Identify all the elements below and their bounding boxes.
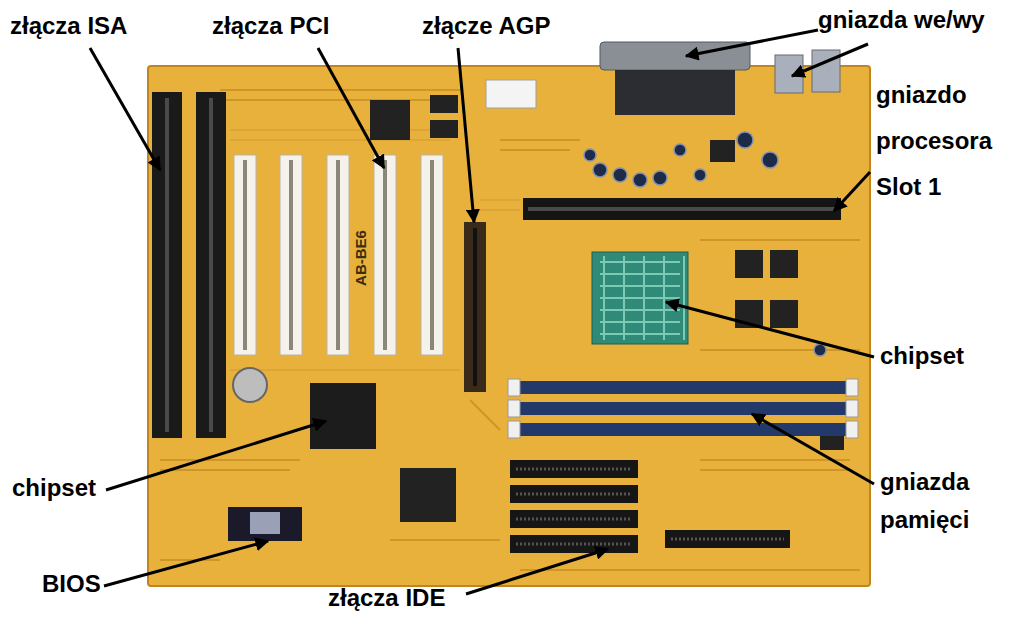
power-connector [486, 80, 536, 108]
isa-slot [152, 92, 226, 438]
capacitors [737, 132, 753, 148]
small-chips [735, 250, 763, 278]
agp-slot [464, 222, 486, 392]
part-label: złącza ISA [10, 12, 127, 41]
board-silkscreen: AB-BE6 [352, 230, 370, 286]
part-label: chipset [880, 342, 964, 371]
io-ports [615, 70, 735, 115]
bios-chip [228, 507, 302, 541]
bios-chip [228, 507, 302, 541]
board-pcb [160, 90, 860, 570]
pci-slot [421, 155, 443, 355]
leader-line [686, 30, 818, 56]
slot1-socket [523, 198, 841, 220]
battery [233, 368, 267, 402]
isa-slot [152, 92, 182, 438]
capacitors [633, 173, 647, 187]
pci-slot [383, 160, 387, 350]
north-chipset [592, 252, 688, 344]
ide-connector [510, 460, 790, 553]
memory-slot [508, 400, 520, 417]
leader-line [792, 44, 868, 76]
part-label: złącza PCI [212, 12, 329, 41]
part-label: gniazda we/wy [818, 6, 985, 35]
pci-slot [243, 160, 247, 350]
small-chips [430, 120, 458, 138]
capacitors [584, 149, 596, 161]
pci-slot [336, 160, 340, 350]
part-label: gniazda pamięci [880, 463, 1010, 539]
slot1-socket [528, 207, 836, 211]
capacitors [613, 168, 627, 182]
ide-connector [516, 469, 784, 544]
small-chips [400, 468, 456, 522]
agp-slot [464, 222, 486, 392]
battery [233, 368, 267, 402]
capacitors [653, 171, 667, 185]
pci-slot [430, 160, 434, 350]
small-chips [370, 95, 844, 522]
isa-slot [209, 98, 213, 432]
leader-line [458, 48, 474, 222]
capacitors [814, 344, 826, 356]
small-chips [430, 95, 458, 113]
pci-slot [234, 155, 256, 355]
leader-line [466, 549, 608, 594]
memory-slot [508, 421, 520, 438]
north-chipset [592, 252, 688, 344]
memory-slot [846, 421, 858, 438]
pci-slot [374, 155, 396, 355]
pci-slot [234, 155, 443, 355]
leader-line [834, 172, 870, 211]
south-chipset [310, 383, 376, 449]
slot1-socket [523, 198, 841, 220]
leader-line [752, 414, 874, 484]
capacitors [593, 163, 607, 177]
isa-slot [196, 92, 226, 438]
memory-slot [846, 400, 858, 417]
memory-slot [508, 379, 858, 438]
capacitors [674, 144, 686, 156]
part-label: gniazdo procesora Slot 1 [876, 72, 1026, 210]
south-chipset [310, 383, 376, 449]
memory-slot [518, 402, 848, 415]
memory-slot [518, 423, 848, 436]
memory-slot [508, 379, 520, 396]
north-chipset [600, 256, 684, 340]
leader-line [90, 30, 874, 594]
small-chips [370, 100, 410, 140]
agp-slot [473, 228, 477, 386]
part-label: chipset [12, 474, 96, 503]
power-connector [486, 80, 536, 108]
capacitors [762, 152, 778, 168]
leader-line [104, 541, 268, 586]
part-label: złącze AGP [422, 12, 551, 41]
isa-slot [165, 98, 169, 432]
part-label: BIOS [42, 570, 101, 599]
pci-slot [289, 160, 293, 350]
leader-line [90, 48, 160, 170]
pci-slot [280, 155, 302, 355]
leader-line [666, 302, 874, 357]
pci-slot [327, 155, 349, 355]
part-label: złącza IDE [328, 584, 445, 613]
small-chips [710, 140, 735, 162]
leader-line [106, 421, 326, 490]
memory-slot [518, 381, 848, 394]
small-chips [770, 250, 798, 278]
io-ports [600, 42, 750, 70]
memory-slot [846, 379, 858, 396]
small-chips [770, 300, 798, 328]
leader-line [318, 48, 384, 168]
capacitors [584, 132, 826, 356]
io-ports [600, 42, 840, 115]
bios-chip [250, 512, 280, 534]
capacitors [694, 169, 706, 181]
